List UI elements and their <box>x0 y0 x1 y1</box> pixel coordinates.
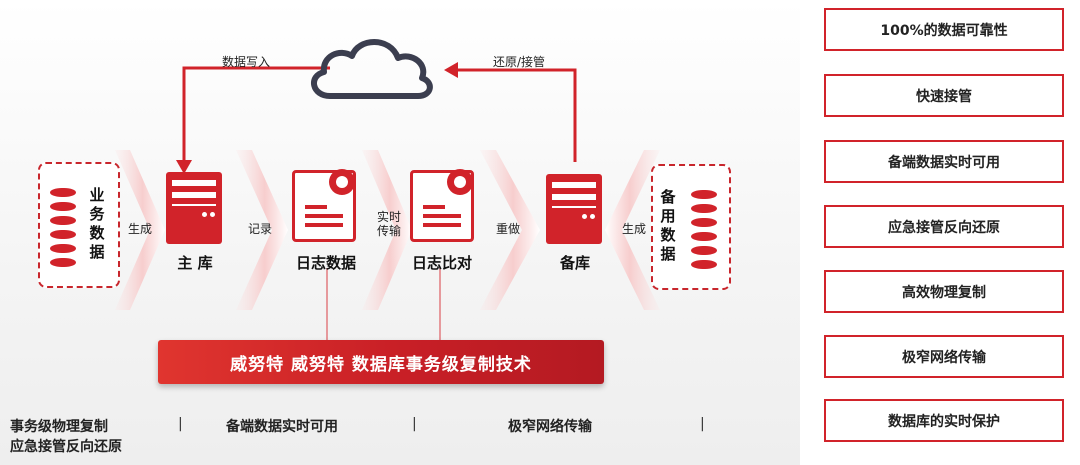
restore-arrow-head <box>444 62 458 78</box>
write-label: 数据写入 <box>222 55 271 69</box>
database-icon <box>691 190 717 218</box>
bottom-col1-line2: 应急接管反向还原 <box>10 439 122 455</box>
log-data-doc-icon <box>292 169 356 242</box>
feature-realtime-protection: 数据库的实时保护 <box>824 399 1064 442</box>
bottom-col2: 备端数据实时可用 <box>226 419 338 435</box>
database-icon <box>50 188 76 216</box>
chevron-record <box>236 150 288 310</box>
generate-right-label: 生成 <box>622 222 647 236</box>
bottom-col1-line1: 事务级物理复制 <box>10 419 108 435</box>
primary-label: 主 库 <box>177 254 213 272</box>
record-label: 记录 <box>248 222 273 236</box>
database-icon <box>691 218 717 246</box>
feature-physical-replication: 高效物理复制 <box>824 270 1064 313</box>
feature-narrow-network: 极窄网络传输 <box>824 335 1064 378</box>
chevron-transfer <box>362 150 412 310</box>
feature-standby-realtime: 备端数据实时可用 <box>824 140 1064 183</box>
standby-server-icon <box>546 174 602 244</box>
bottom-col3: 极窄网络传输 <box>508 419 592 435</box>
chevron-generate-right <box>605 150 660 310</box>
primary-server-icon <box>166 172 222 244</box>
write-arrow-line <box>182 66 330 165</box>
chevron-generate-left <box>115 150 165 310</box>
feature-fast-takeover: 快速接管 <box>824 74 1064 117</box>
write-arrow-head <box>176 160 192 174</box>
restore-label: 还原/接管 <box>493 55 546 69</box>
database-icon <box>691 246 717 274</box>
chevron-redo <box>480 150 540 310</box>
database-icon <box>50 244 76 272</box>
generate-left-label: 生成 <box>128 222 153 236</box>
standby-data-box: 备用数据 <box>651 164 731 290</box>
redo-label: 重做 <box>496 222 521 236</box>
standby-data-label: 备用数据 <box>660 188 676 263</box>
log-compare-label: 日志比对 <box>411 254 472 272</box>
cloud-icon <box>311 39 433 99</box>
bottom-separator: | <box>412 416 417 432</box>
log-compare-doc-icon <box>410 169 474 242</box>
bottom-separator: | <box>700 416 705 432</box>
restore-arrow-line <box>455 68 577 162</box>
transfer-label: 实时传输 <box>376 210 401 238</box>
feature-reliability: 100%的数据可靠性 <box>824 8 1064 51</box>
database-icon <box>50 216 76 244</box>
flow-chevrons <box>115 62 660 340</box>
business-data-box: 业务数据 <box>38 162 120 288</box>
business-data-label: 业务数据 <box>89 186 105 261</box>
bottom-separator: | <box>178 416 183 432</box>
replication-tech-banner: 威努特 威努特 数据库事务级复制技术 <box>158 340 604 384</box>
diagram-area: 数据写入 还原/接管 业务数据 生成 主 库 记录 日志数据 实时传输 <box>0 0 800 465</box>
standby-label: 备库 <box>559 254 590 272</box>
log-data-label: 日志数据 <box>295 254 356 272</box>
feature-emergency-restore: 应急接管反向还原 <box>824 205 1064 248</box>
